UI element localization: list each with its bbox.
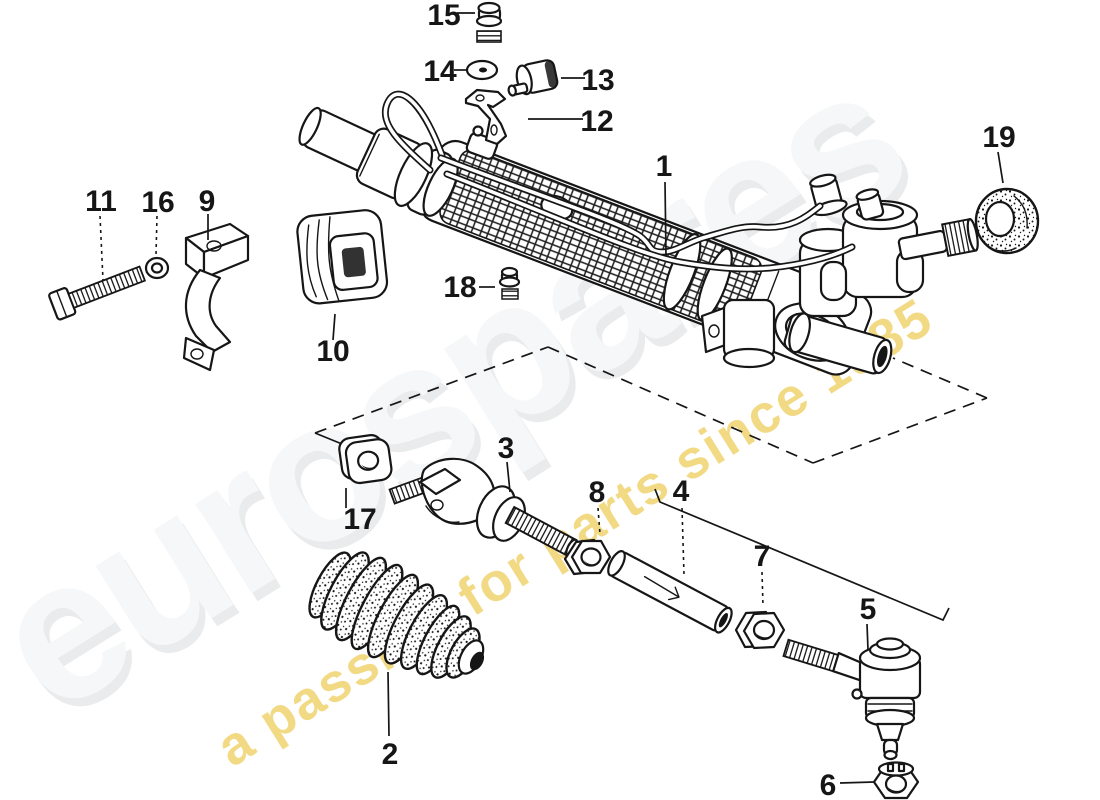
mounting-foot: [700, 298, 776, 369]
banjo-fitting: [855, 188, 885, 221]
dashed-corner-tick: [314, 432, 343, 445]
callout-16: 16: [141, 186, 175, 256]
callout-14: 14: [423, 55, 466, 88]
part-10-rubber-mount: [296, 209, 389, 305]
callout-label-8: 8: [589, 476, 606, 509]
banjo-fitting: [809, 173, 848, 217]
group-bracket-4: [654, 488, 950, 622]
part-18-bolt: [498, 266, 521, 300]
dashed-edge: [547, 346, 814, 464]
part-17-square-nut: [338, 434, 393, 485]
callout-3: 3: [498, 432, 515, 493]
callout-15: 15: [427, 0, 475, 32]
part-12-bracket: [464, 88, 508, 146]
callout-label-4: 4: [673, 475, 690, 508]
callout-9: 9: [199, 185, 216, 240]
part-5-tie-rod-end: [782, 637, 922, 761]
callout-label-18: 18: [443, 271, 476, 304]
dashed-edge: [812, 397, 988, 464]
part-16-washer: [144, 256, 170, 280]
callout-label-3: 3: [498, 432, 515, 465]
callout-10: 10: [316, 313, 350, 368]
callouts: 1 2 3 4 5 6 7 8: [85, 0, 1016, 800]
part-8-nut: [563, 538, 612, 576]
callout-4: 4: [673, 475, 690, 576]
callout-2: 2: [382, 671, 399, 771]
part-9-clamp-bracket: [182, 222, 250, 372]
callout-1: 1: [656, 150, 673, 257]
callout-label-17: 17: [343, 503, 376, 536]
part-11-bolt: [48, 265, 147, 321]
callout-5: 5: [860, 593, 877, 651]
part-4-adjusting-tube: [607, 550, 733, 634]
callout-12: 12: [528, 105, 614, 138]
callout-label-16: 16: [141, 186, 174, 219]
hydraulic-pipes: [381, 90, 856, 273]
callout-label-14: 14: [423, 55, 457, 88]
dashed-edge: [892, 357, 988, 399]
part-7-nut: [734, 610, 786, 650]
callout-label-9: 9: [199, 185, 216, 218]
part-2-bellows-boot: [308, 551, 485, 679]
part-1-steering-gear-assembly: [298, 90, 979, 376]
callout-label-6: 6: [820, 769, 837, 800]
dashed-edge: [314, 346, 549, 434]
part-3-inner-joint: [388, 457, 579, 558]
callout-label-2: 2: [382, 738, 399, 771]
callout-label-5: 5: [860, 593, 877, 626]
callout-8: 8: [589, 476, 606, 535]
callout-label-7: 7: [754, 540, 771, 573]
callout-label-15: 15: [427, 0, 460, 32]
callout-19: 19: [982, 121, 1016, 184]
callout-6: 6: [820, 769, 875, 800]
part-14-washer: [465, 59, 499, 81]
callout-label-11: 11: [85, 185, 117, 218]
dashed-group-boundary: [314, 346, 988, 464]
callout-18: 18: [443, 271, 495, 304]
part-6-castle-nut: [872, 761, 920, 800]
callout-label-13: 13: [581, 64, 614, 97]
callout-label-12: 12: [580, 105, 613, 138]
pinion-shaft: [897, 217, 979, 261]
rack-end-tube: [783, 312, 893, 375]
part-15-bolt: [475, 1, 503, 43]
callout-7: 7: [754, 540, 771, 607]
callout-label-1: 1: [656, 150, 673, 183]
callout-17: 17: [343, 488, 377, 536]
callout-label-19: 19: [982, 121, 1015, 154]
part-19-grommet: [974, 187, 1040, 255]
part-13-clamp: [507, 59, 559, 97]
callout-label-10: 10: [316, 335, 349, 368]
callout-13: 13: [561, 64, 615, 97]
callout-11: 11: [85, 185, 117, 281]
